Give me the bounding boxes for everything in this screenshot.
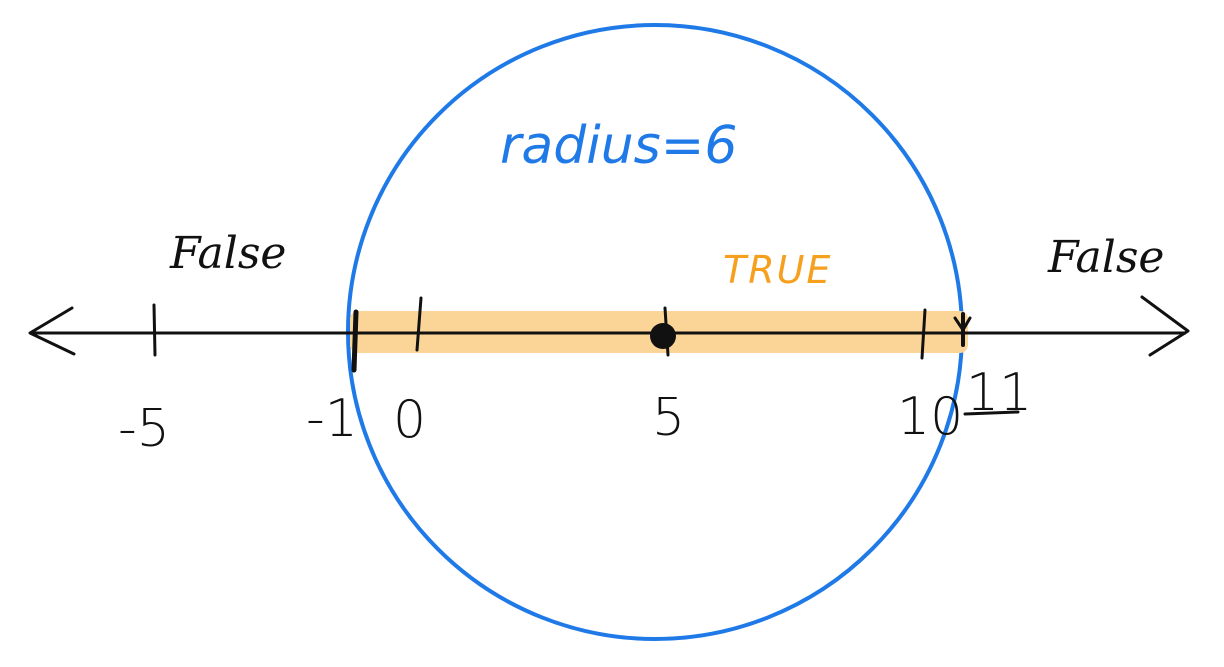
- tick-label-11-underline: [963, 410, 1020, 416]
- true-label: TRUE: [723, 248, 832, 292]
- tick-minus-1: [351, 309, 359, 373]
- false-left-label: False: [169, 228, 286, 279]
- tick-minus-5: [152, 303, 157, 357]
- tick-label-5: 5: [652, 388, 685, 448]
- tick-label-10: 10: [897, 387, 963, 447]
- radius-label: radius=6: [500, 116, 737, 176]
- tick-0: [415, 296, 423, 352]
- tick-10: [920, 308, 927, 360]
- left-arrowhead: [28, 306, 76, 356]
- center-point: [650, 323, 676, 349]
- tick-label-minus-5: -5: [118, 399, 170, 459]
- tick-label-0: 0: [393, 390, 426, 450]
- right-arrowhead: [1140, 295, 1190, 357]
- tick-11-mark: [953, 316, 972, 332]
- tick-label-minus-1: -1: [306, 389, 358, 449]
- false-right-label: False: [1047, 232, 1164, 283]
